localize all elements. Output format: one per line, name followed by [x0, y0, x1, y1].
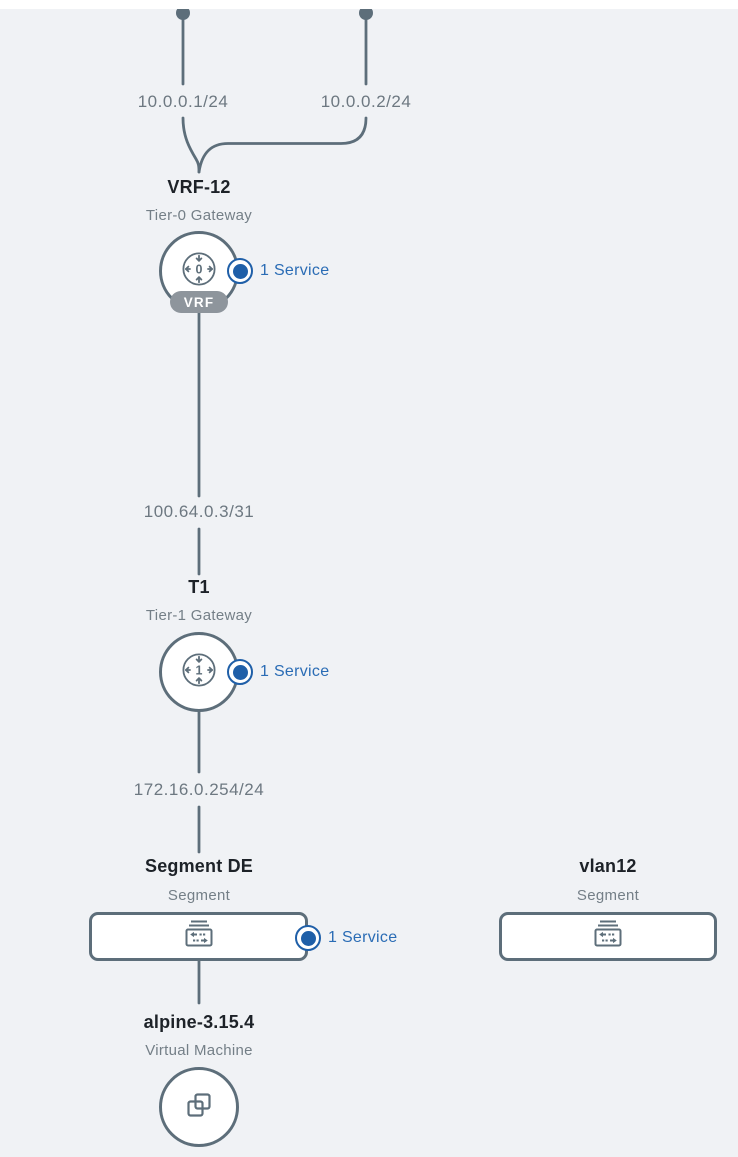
service-dot-icon	[300, 930, 316, 946]
segment-de-node[interactable]	[89, 912, 308, 961]
virtual-machine-icon	[181, 1087, 217, 1128]
uplink-merge-left	[181, 116, 201, 174]
vrf-badge: VRF	[170, 291, 228, 313]
uplink-ip-label-2: 10.0.0.2/24	[320, 92, 412, 111]
tier1-gateway-title: T1	[188, 577, 210, 597]
tier0-service-label[interactable]: 1 Service	[260, 262, 330, 279]
vm-subtitle: Virtual Machine	[145, 1042, 253, 1059]
tier0-gateway-title: VRF-12	[167, 177, 231, 197]
svg-text:0: 0	[196, 262, 203, 276]
tier1-gateway-icon: 1	[181, 652, 217, 693]
tier0-gateway-subtitle: Tier-0 Gateway	[145, 207, 253, 224]
segment-icon	[182, 919, 216, 954]
uplink-merge-right	[197, 116, 368, 174]
svg-text:1: 1	[196, 663, 203, 677]
vlan12-title: vlan12	[579, 856, 637, 876]
vlan12-node[interactable]	[499, 912, 717, 961]
tier1-gateway-subtitle: Tier-1 Gateway	[145, 607, 253, 624]
t0-t1-link-label: 100.64.0.3/31	[143, 502, 255, 521]
service-dot-icon	[232, 664, 248, 680]
uplink-endpoint-dot	[176, 6, 190, 20]
service-dot-icon	[232, 263, 248, 279]
t1-segment-link-label: 172.16.0.254/24	[133, 780, 265, 799]
vm-node[interactable]	[159, 1067, 239, 1147]
tier0-gateway-icon: 0	[181, 251, 217, 292]
uplink-ip-label-1: 10.0.0.1/24	[137, 92, 229, 111]
tier1-service-badge[interactable]	[227, 659, 253, 685]
tier0-service-badge[interactable]	[227, 258, 253, 284]
vm-title: alpine-3.15.4	[143, 1012, 255, 1032]
tier1-gateway-node[interactable]: 1	[159, 632, 239, 712]
canvas-top-strip	[0, 0, 738, 9]
segment-icon	[591, 919, 625, 954]
vlan12-subtitle: Segment	[576, 887, 640, 904]
segment-de-title: Segment DE	[144, 856, 254, 876]
segment-de-service-label[interactable]: 1 Service	[328, 929, 398, 946]
tier1-service-label[interactable]: 1 Service	[260, 663, 330, 680]
segment-de-subtitle: Segment	[167, 887, 231, 904]
segment-de-service-badge[interactable]	[295, 925, 321, 951]
uplink-endpoint-dot	[359, 6, 373, 20]
